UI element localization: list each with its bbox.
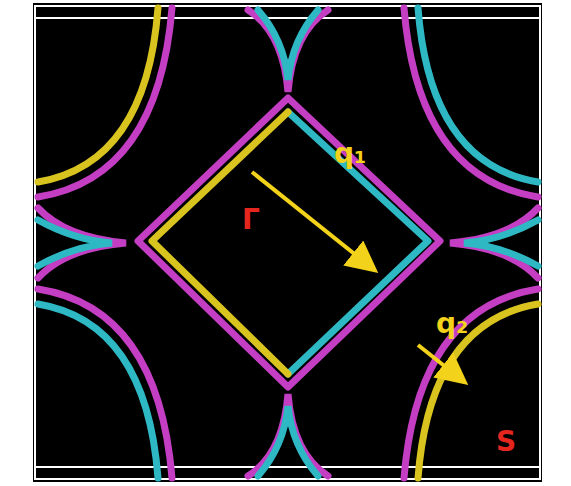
point-label: Γ: [242, 206, 260, 234]
point-label: S: [496, 428, 516, 456]
vector-label: q₁: [334, 140, 366, 168]
vector-label: q₂: [436, 310, 468, 338]
